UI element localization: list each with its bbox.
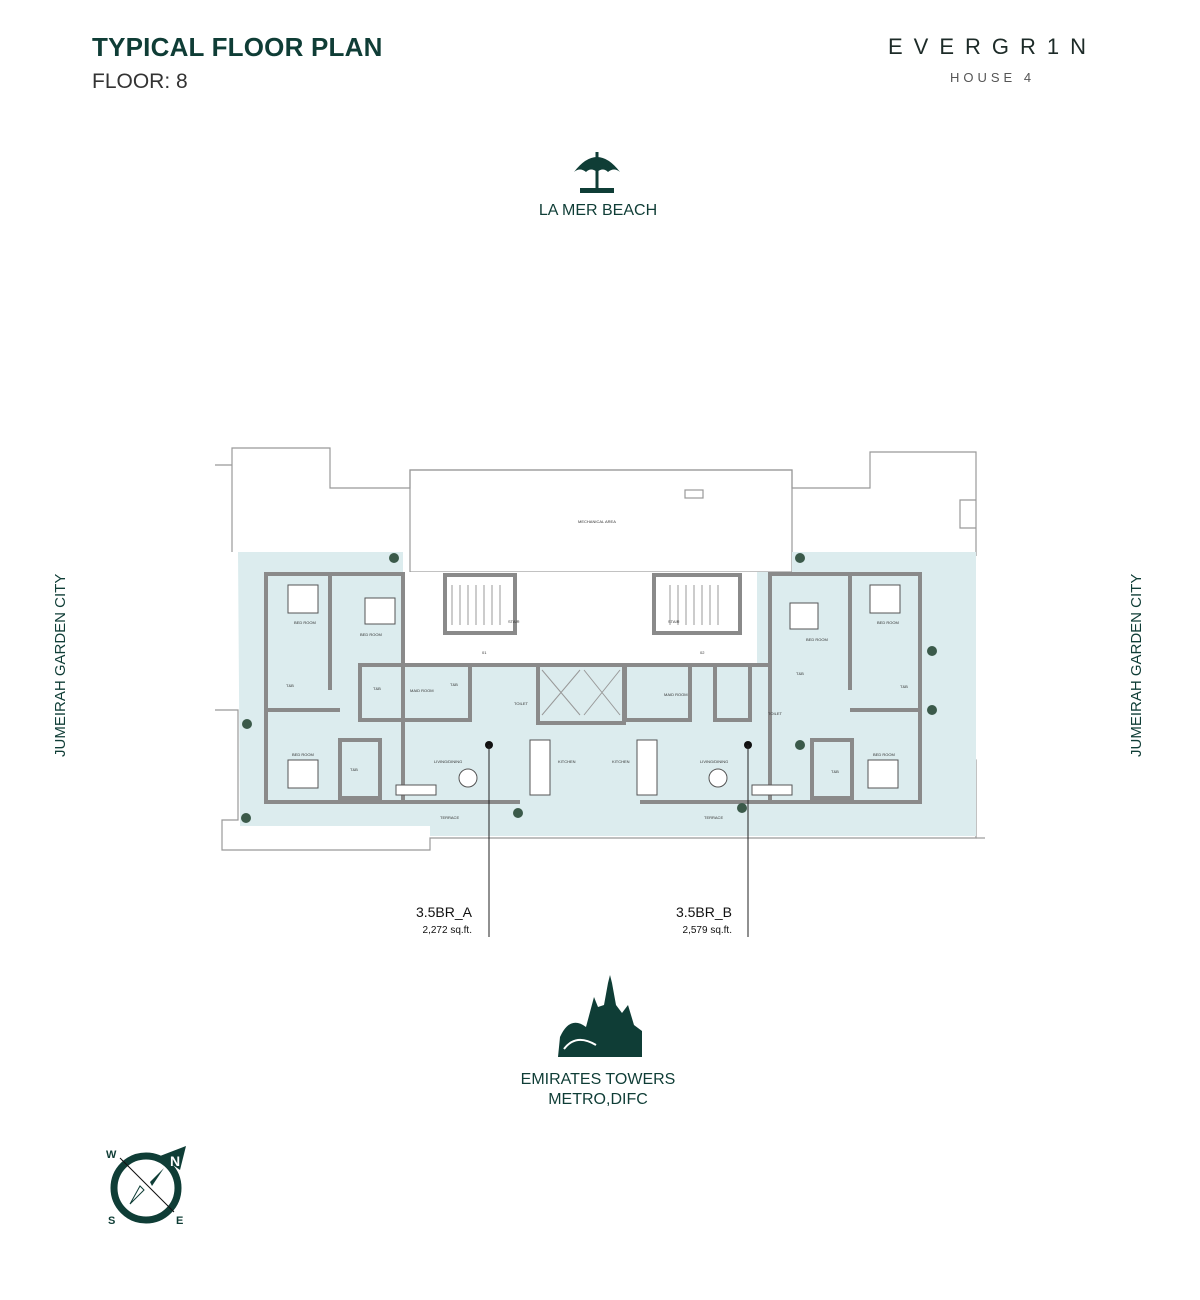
room-label: LIVING/DINING (700, 759, 728, 764)
brand-logo: EVERGR1N (888, 34, 1098, 59)
room-label: MAID ROOM (664, 692, 688, 697)
compass-w: W (106, 1149, 117, 1161)
stair-right (669, 585, 719, 625)
room-label: T&B (900, 684, 908, 689)
room-label: BED ROOM (806, 637, 828, 642)
south-label-line2: METRO,DIFC (548, 1091, 648, 1108)
room-label: BED ROOM (877, 620, 899, 625)
room-label: KITCHEN (612, 759, 630, 764)
room-label: T&B (831, 769, 839, 774)
room-label: T&B (373, 686, 381, 691)
unit-b-area: 2,579 sq.ft. (682, 925, 732, 936)
compass-s: S (108, 1215, 115, 1227)
city-skyline-icon (558, 975, 642, 1057)
south-label-line1: EMIRATES TOWERS (520, 1071, 676, 1088)
south-direction-label: EMIRATES TOWERS METRO,DIFC (480, 1070, 716, 1110)
room-label: BED ROOM (294, 620, 316, 625)
room-label: T&B (450, 682, 458, 687)
room-label: MECHANICAL AREA (578, 519, 616, 524)
room-label: STAIR (668, 619, 680, 624)
beach-umbrella-icon (574, 152, 620, 193)
unit-a-area: 2,272 sq.ft. (422, 925, 472, 936)
unit-b-name: 3.5BR_B (675, 904, 732, 920)
room-label: TERRACE (704, 815, 723, 820)
compass-n: N (170, 1153, 180, 1169)
unit-a-name: 3.5BR_A (415, 904, 472, 920)
lift-label: 02 (700, 650, 705, 655)
unit-b-marker (744, 741, 752, 937)
room-label: STAIR (508, 619, 520, 624)
north-direction-label: LA MER BEACH (538, 202, 658, 219)
room-label: T&B (796, 671, 804, 676)
room-label: TOILET (514, 701, 528, 706)
room-label: BED ROOM (292, 752, 314, 757)
room-label: BED ROOM (873, 752, 895, 757)
room-label: TERRACE (440, 815, 459, 820)
room-label: MAID ROOM (410, 688, 434, 693)
page-title: TYPICAL FLOOR PLAN (92, 32, 383, 62)
room-label: T&B (286, 683, 294, 688)
compass-icon: N W S E (106, 1146, 186, 1227)
compass-e: E (176, 1215, 183, 1227)
stair-left (451, 585, 501, 625)
lift-label: 01 (482, 650, 487, 655)
brand-subtitle: HOUSE 4 (950, 70, 1036, 85)
room-label: TOILET (768, 711, 782, 716)
room-label: KITCHEN (558, 759, 576, 764)
room-label: BED ROOM (360, 632, 382, 637)
floor-plan: MECHANICAL AREA STAIR STAIR BED ROOM BED… (215, 447, 985, 937)
unit-a-marker (485, 741, 493, 937)
room-label: LIVING/DINING (434, 759, 462, 764)
floor-label: FLOOR: 8 (92, 70, 188, 93)
room-label: T&B (350, 767, 358, 772)
